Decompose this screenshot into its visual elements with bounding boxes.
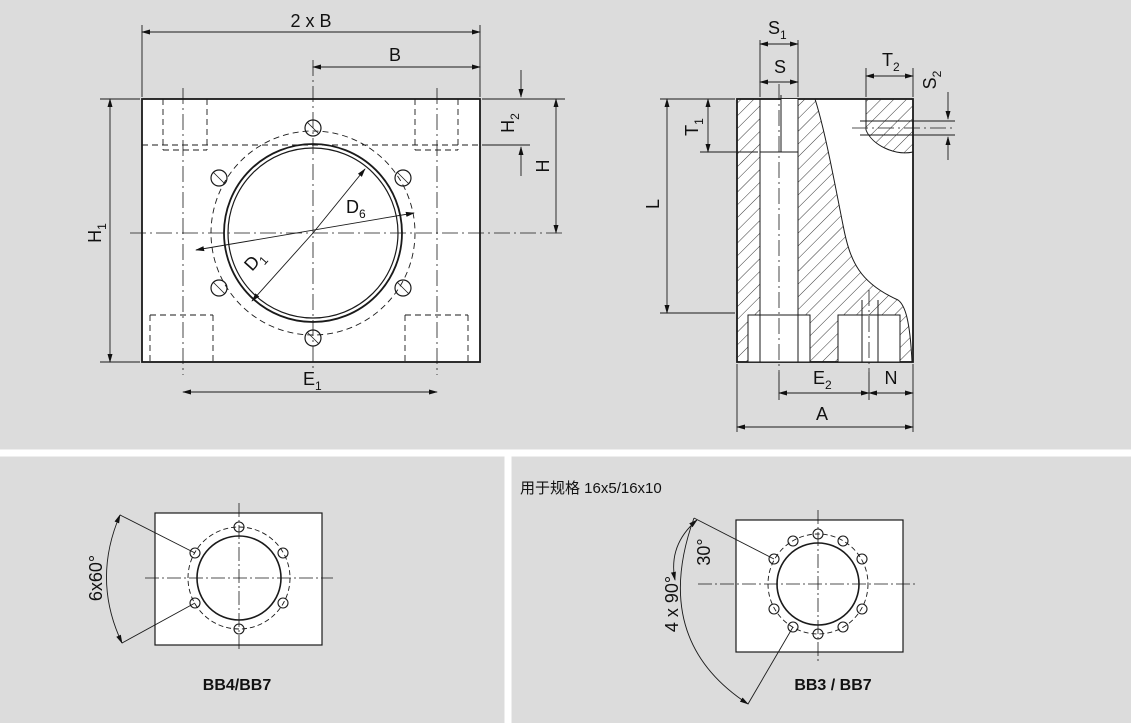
dim-H2-label: H2 [498, 113, 522, 133]
dim-S-label: S [774, 57, 786, 77]
panel-divider [0, 449, 1131, 723]
pattern-bb3-view [670, 510, 916, 705]
bb4-caption: BB4/BB7 [203, 677, 272, 694]
side-view-labels: S1 S T2 S2 T1 L E2 N A [643, 18, 944, 424]
side-view [660, 40, 955, 432]
front-view-labels: 2 x B B H1 H2 H D6 D1 E1 [85, 11, 553, 393]
bb3-caption: BB3 / BB7 [794, 677, 871, 694]
bb3-size-note: 用于规格 16x5/16x10 [520, 480, 662, 497]
dim-S1-label: S1 [768, 18, 787, 42]
dim-T2-label: T2 [882, 50, 900, 74]
dim-A-label: A [816, 404, 828, 424]
dim-T1-label: T1 [682, 118, 706, 136]
dim-H-label: H [533, 160, 553, 173]
bb3-angle-30-label: 30° [694, 538, 714, 565]
dim-E2-label: E2 [813, 368, 832, 392]
front-view [100, 25, 565, 395]
dim-S2-label: S2 [920, 70, 944, 89]
pattern-bb4-view [106, 503, 333, 650]
dim-B-label: B [389, 45, 401, 65]
bb4-angle-label: 6x60° [86, 555, 106, 601]
dim-L-label: L [643, 199, 663, 209]
dim-H1-label: H1 [85, 223, 109, 243]
bb3-angle-label: 4 x 90° [662, 576, 682, 632]
dim-E1-label: E1 [303, 369, 322, 393]
dim-D6-label: D6 [346, 197, 366, 221]
dim-N-label: N [885, 368, 898, 388]
dim-2xB-label: 2 x B [290, 11, 331, 31]
